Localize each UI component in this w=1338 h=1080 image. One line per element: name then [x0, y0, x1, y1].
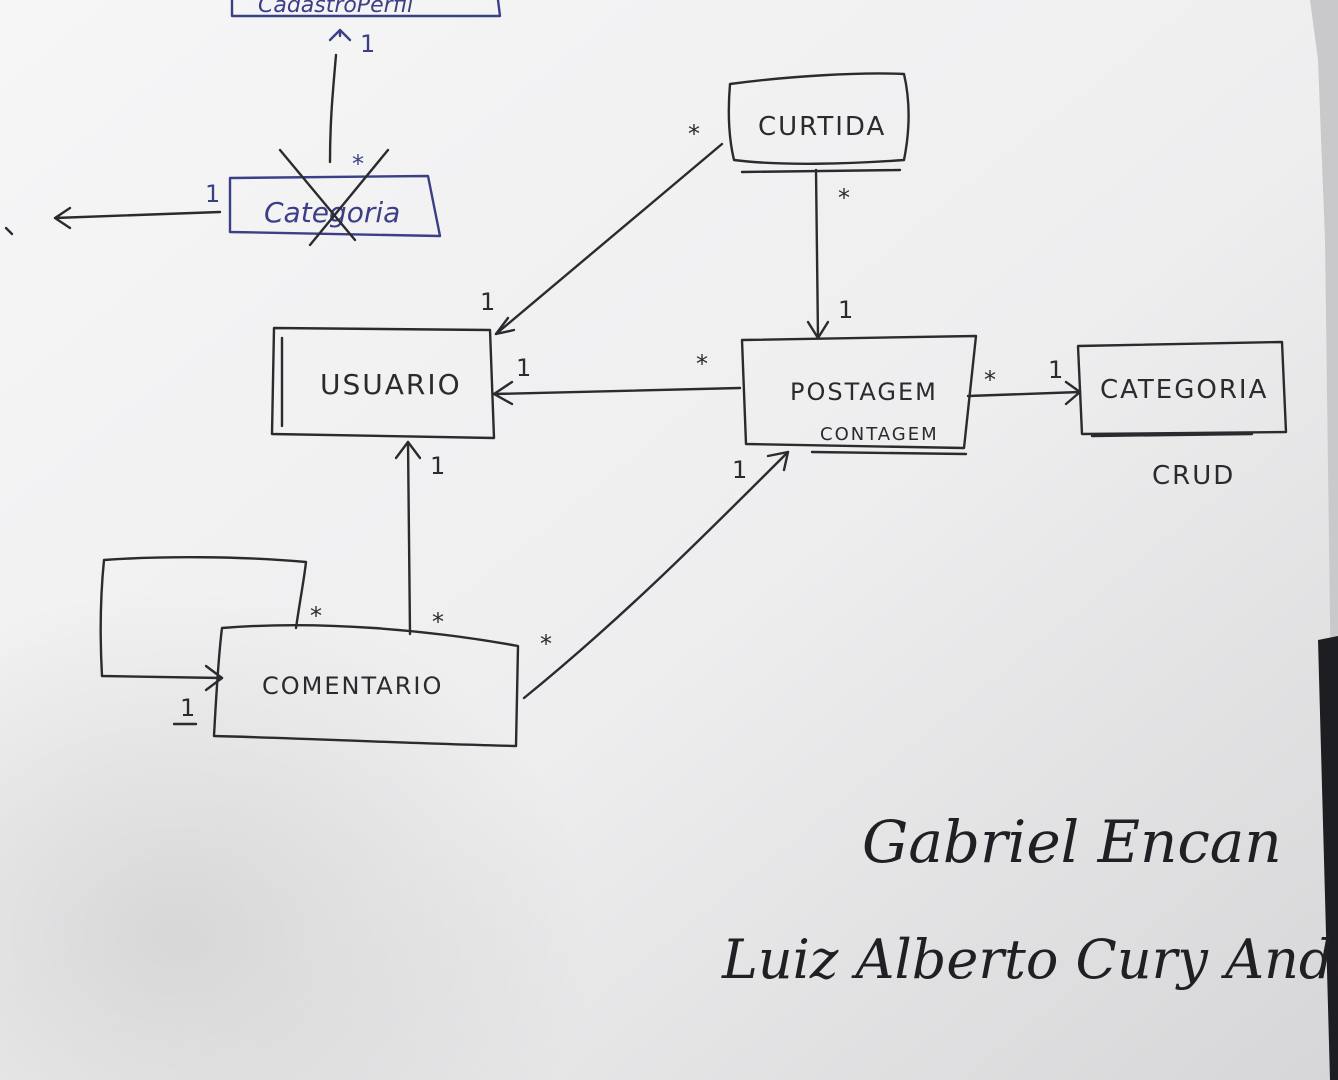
left-arrow [53, 206, 222, 230]
entity-curtida: CURTIDA [727, 72, 910, 174]
categoria-box [1076, 340, 1288, 436]
mult-curtida-usuario-many: * [688, 120, 700, 148]
desk-edge [1318, 636, 1338, 1080]
usuario-box [270, 326, 496, 440]
entity-usuario: USUARIO [270, 326, 496, 440]
line-curtida-usuario [494, 142, 724, 336]
top-one-label: 1 [360, 30, 375, 58]
arrowhead-comentario-postagem [766, 450, 790, 472]
mult-curtida-postagem-many: * [838, 184, 850, 212]
entity-categoria: CATEGORIA CRUD [1076, 340, 1288, 491]
categoria-old-one-label: 1 [205, 180, 220, 208]
arrowhead-curtida-usuario [494, 316, 516, 336]
comentario-box [212, 624, 520, 748]
arrowhead-postagem-categoria [1064, 380, 1082, 406]
mult-comentario-postagem-one: 1 [732, 456, 747, 484]
categoria-old-box [228, 174, 442, 238]
curtida-box [727, 72, 910, 165]
comentario-label: COMENTARIO [262, 672, 443, 700]
signature-2: Luiz Alberto Cury Andaleco [721, 928, 1338, 991]
postagem-box [740, 334, 978, 450]
mult-curtida-postagem-one: 1 [838, 296, 853, 324]
line-comentario-self [99, 556, 308, 680]
top-box-label: CadastroPerfil [258, 0, 413, 18]
mult-comentario-postagem-many: * [540, 630, 552, 658]
entity-comentario: COMENTARIO [212, 624, 520, 748]
line-comentario-usuario [406, 440, 412, 636]
old-sketch: CadastroPerfil 1 * Categoria 1 [4, 0, 502, 247]
arrowhead-comentario-self [204, 664, 224, 692]
line-postagem-usuario [492, 386, 742, 396]
curtida-divider [740, 168, 902, 174]
mult-postagem-usuario-many: * [696, 350, 708, 378]
mult-postagem-categoria-one: 1 [1048, 356, 1063, 384]
line-curtida-postagem [814, 168, 820, 340]
stray-mark [4, 226, 14, 236]
top-connector-line [328, 53, 338, 164]
postagem-sub-label: CONTAGEM [820, 424, 939, 445]
categoria-label: CATEGORIA [1100, 375, 1268, 405]
line-comentario-postagem [522, 450, 790, 700]
categoria-divider [1090, 432, 1254, 438]
mult-comentario-self-many: * [310, 602, 322, 630]
cross-out-mark [278, 148, 390, 247]
arrowhead-comentario-usuario [394, 440, 422, 460]
curtida-label: CURTIDA [758, 112, 886, 142]
mult-curtida-usuario-one: 1 [480, 288, 495, 316]
mult-comentario-usuario-one: 1 [430, 452, 445, 480]
usuario-label: USUARIO [320, 368, 462, 401]
mult-postagem-usuario-one: 1 [516, 354, 531, 382]
mult-comentario-usuario-many: * [432, 608, 444, 636]
top-arrowhead [328, 28, 352, 42]
mult-comentario-self-one: 1 [180, 694, 195, 722]
categoria-note: CRUD [1152, 461, 1235, 491]
categoria-old-many-label: * [352, 150, 364, 178]
line-postagem-categoria [966, 390, 1082, 398]
top-box [230, 0, 502, 18]
signature-1: Gabriel Encan [862, 808, 1282, 876]
signatures: Gabriel Encan Luiz Alberto Cury Andaleco [721, 808, 1338, 991]
entity-postagem: POSTAGEM CONTAGEM [740, 334, 978, 456]
relationships: * 1 * 1 * 1 * 1 * 1 * 1 * 1 [99, 120, 1082, 726]
postagem-divider [810, 450, 968, 456]
arrowhead-curtida-postagem [806, 320, 830, 340]
arrowhead-postagem-usuario [492, 380, 514, 406]
paper-shadow [0, 500, 700, 1080]
mult-postagem-categoria-many: * [984, 366, 996, 394]
postagem-label: POSTAGEM [790, 378, 938, 406]
